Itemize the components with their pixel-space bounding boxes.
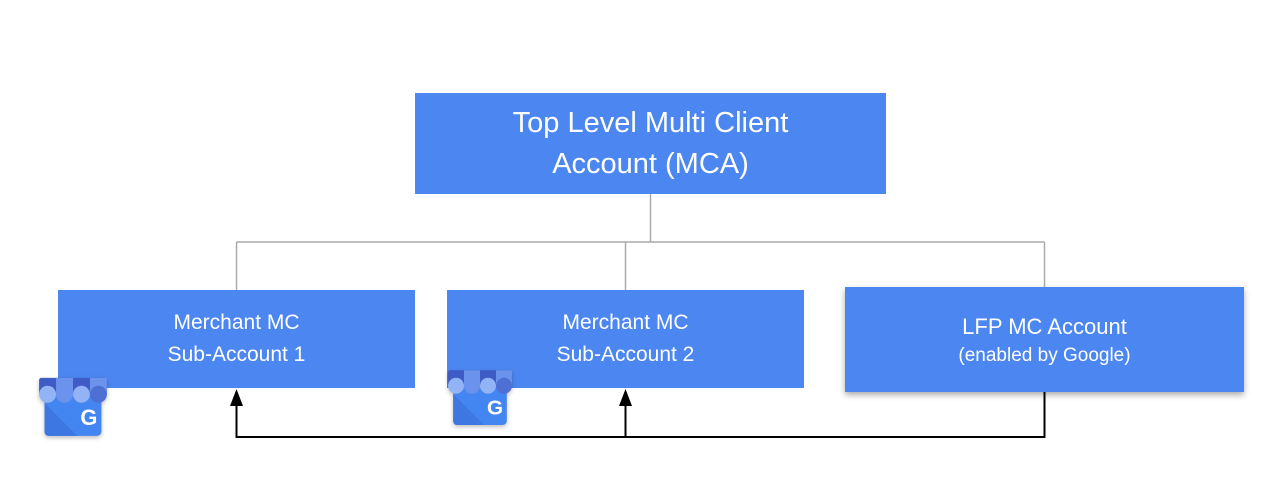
google-g-letter: G [80,405,97,430]
google-business-profile-icon: G [448,370,512,425]
node-label-line: (enabled by Google) [958,344,1131,366]
node-lfp-mc-account: LFP MC Account (enabled by Google) [845,287,1244,392]
google-business-profile-icon: G [39,377,107,436]
node-label-line: Sub-Account 2 [556,343,695,366]
lfp-feedback-arrows [235,392,1046,438]
google-g-letter: G [487,397,503,420]
tree-connectors [235,194,1046,290]
node-label-line: LFP MC Account [962,313,1127,339]
arrowheads [230,389,632,406]
node-label-line: Top Level Multi Client [512,106,789,139]
node-label-line: Sub-Account 1 [167,343,306,366]
arrowhead-to-sub2 [619,389,632,406]
node-top-level-mca: Top Level Multi Client Account (MCA) [415,93,886,194]
storefront-awning [39,377,107,403]
node-merchant-sub-account-1: Merchant MC Sub-Account 1 [58,290,415,388]
storefront-awning [448,370,512,394]
arrowhead-to-sub1 [230,389,243,406]
node-label-line: Merchant MC [562,311,689,334]
node-label-line: Merchant MC [173,311,300,334]
node-label-line: Account (MCA) [552,147,749,180]
